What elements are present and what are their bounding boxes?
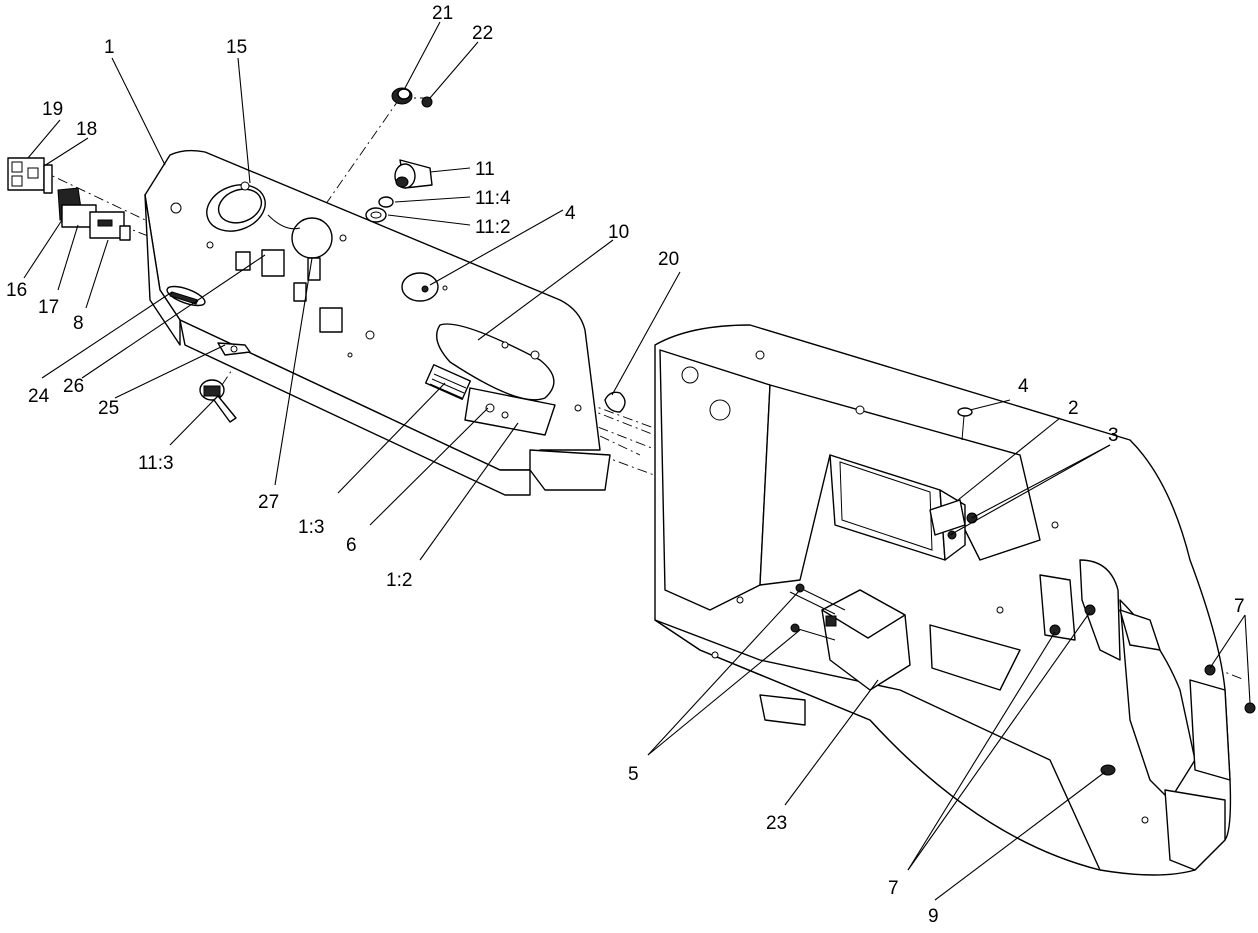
callout-4-left: 4 [565, 203, 576, 224]
callout-4-right: 4 [1018, 376, 1029, 397]
callout-1: 1 [104, 37, 115, 58]
callout-11-2: 11:2 [475, 217, 511, 238]
leader-lines [23, 21, 1251, 901]
callout-16: 16 [6, 280, 27, 301]
callout-22: 22 [472, 23, 493, 44]
callout-24: 24 [28, 386, 50, 407]
callout-15: 15 [226, 37, 247, 58]
callout-18: 18 [76, 119, 97, 140]
callout-1-3: 1:3 [298, 517, 324, 538]
callout-27: 27 [258, 492, 279, 513]
callout-11: 11 [475, 159, 495, 180]
callout-11-4: 11:4 [475, 188, 511, 209]
console-panel [144, 149, 611, 496]
chassis-frame [654, 324, 1256, 876]
callout-10: 10 [608, 222, 629, 243]
callout-11-3: 11:3 [138, 453, 174, 474]
callout-17: 17 [38, 297, 59, 318]
callout-21: 21 [432, 3, 453, 24]
callout-20: 20 [658, 249, 679, 270]
callout-5: 5 [628, 764, 639, 785]
callout-labels: 1 15 21 22 19 18 11 11:4 11:2 4 10 20 16… [6, 3, 1245, 927]
callout-7-bottom: 7 [888, 878, 899, 899]
callout-6: 6 [346, 535, 357, 556]
callout-2: 2 [1068, 398, 1079, 419]
callout-23: 23 [766, 813, 787, 834]
callout-3: 3 [1108, 425, 1119, 446]
callout-9: 9 [928, 906, 939, 927]
callout-26: 26 [63, 376, 84, 397]
callout-19: 19 [42, 99, 63, 120]
small-components [7, 87, 626, 423]
callout-7-right: 7 [1234, 596, 1245, 617]
callout-8: 8 [73, 313, 84, 334]
callout-25: 25 [98, 398, 119, 419]
callout-1-2: 1:2 [386, 570, 412, 591]
